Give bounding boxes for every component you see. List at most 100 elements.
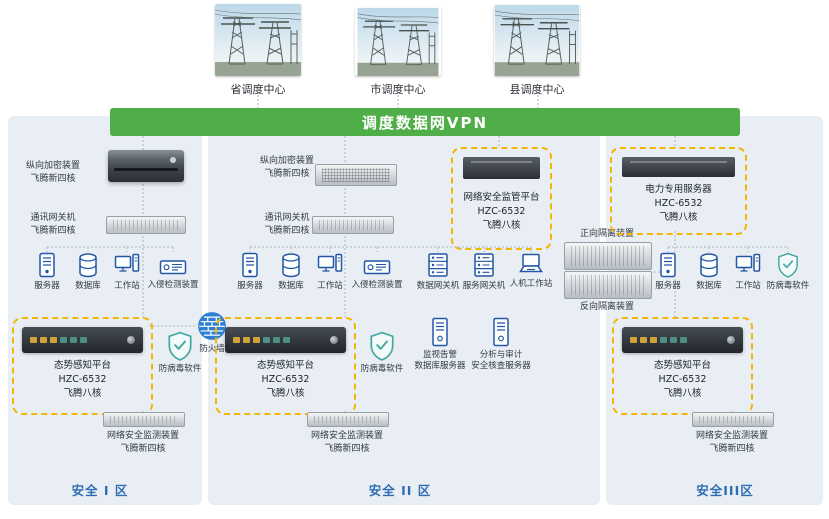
zone3-workstation: 工作站 <box>727 252 769 292</box>
zone2-supervision-line2: HZC-6532 <box>477 206 526 217</box>
antivirus-shield-icon <box>167 331 193 361</box>
zone2-panel <box>208 116 600 505</box>
antivirus-shield-icon <box>777 252 799 278</box>
intrusion-detection-icon <box>159 257 187 277</box>
server-icon <box>656 252 680 278</box>
zone2-monitor-label: 网络安全监测装置飞腾新四核 <box>310 431 383 455</box>
server-icon <box>238 252 262 278</box>
substation-image <box>355 8 441 76</box>
zone3-situational-line1: 态势感知平台 <box>653 360 711 371</box>
zone2-antivirus: 防病毒软件 <box>358 331 406 375</box>
zone2-monitor-device <box>307 412 389 427</box>
port <box>233 337 240 343</box>
zone1-situational-device <box>22 327 143 353</box>
port <box>680 337 687 343</box>
zone2-workstation: 工作站 <box>309 252 351 292</box>
zone1-antivirus: 防病毒软件 <box>156 331 204 375</box>
port <box>670 337 677 343</box>
zone2-intrusion-detection: 入侵检测装置 <box>346 252 408 291</box>
zone2-alarm-db-server: 监视告警数据库服务器 <box>411 317 469 373</box>
port <box>283 337 290 343</box>
port <box>263 337 270 343</box>
port <box>660 337 667 343</box>
zone2-audit-server: 分析与审计安全核查服务器 <box>468 317 534 373</box>
substation-image <box>494 5 580 76</box>
substation-image <box>215 4 301 76</box>
zone2-encryption-device <box>315 164 397 186</box>
zone2-encryption-label: 纵向加密装置飞腾新四核 <box>259 156 314 180</box>
workstation-icon <box>317 252 343 278</box>
zone1-gateway-device <box>106 216 186 234</box>
zone1-monitor-device <box>103 412 185 427</box>
zone2-supervision-device <box>463 157 540 179</box>
zone1-encryption-label: 纵向加密装置飞腾新四核 <box>25 161 80 185</box>
database-icon <box>697 252 721 278</box>
zone2-data-gateway: 数据网关机 <box>415 252 461 292</box>
city-center-label: 市调度中心 <box>370 83 426 96</box>
port <box>50 337 57 343</box>
laptop-icon <box>517 252 545 276</box>
provincial-center-photo <box>215 4 301 76</box>
zone2-gateway-device <box>312 216 394 234</box>
intrusion-detection-icon <box>363 257 391 277</box>
zone2-service-gateway: 服务网关机 <box>461 252 507 292</box>
zone2-situational-platform-box: 态势感知平台 HZC-6532 飞腾八核 <box>215 317 356 415</box>
workstation-icon <box>114 252 140 278</box>
server-icon <box>35 252 59 278</box>
port <box>80 337 87 343</box>
zone3-situational-line3: 飞腾八核 <box>663 388 702 399</box>
zone1-workstation: 工作站 <box>106 252 148 292</box>
forward-isolation-label: 正向隔离装置 <box>579 229 634 239</box>
firewall: 防火墙 <box>194 311 230 355</box>
zone3-power-server-line2: HZC-6532 <box>654 198 703 209</box>
port <box>273 337 280 343</box>
port <box>243 337 250 343</box>
zone3-antivirus: 防病毒软件 <box>764 252 812 292</box>
zone1-situational-line2: HZC-6532 <box>58 374 107 385</box>
zone2-supervision-line3: 飞腾八核 <box>482 220 521 231</box>
zone2-gateway-label: 通讯网关机飞腾新四核 <box>264 213 310 237</box>
zone3-power-server-box: 电力专用服务器 HZC-6532 飞腾八核 <box>610 147 747 235</box>
service-gateway-icon <box>472 252 496 278</box>
zone1-gateway-label: 通讯网关机飞腾新四核 <box>30 213 76 237</box>
antivirus-shield-icon <box>369 331 395 361</box>
zone3-power-server-line3: 飞腾八核 <box>659 212 698 223</box>
county-center-photo <box>494 5 580 76</box>
port <box>40 337 47 343</box>
database-icon <box>279 252 303 278</box>
zone3-name: 安全III区 <box>696 483 754 498</box>
zone3-panel <box>606 116 823 505</box>
port <box>30 337 37 343</box>
zone3-power-server-line1: 电力专用服务器 <box>645 184 712 195</box>
reverse-isolation-label: 反向隔离装置 <box>579 302 634 312</box>
port <box>253 337 260 343</box>
zone1-situational-line3: 飞腾八核 <box>63 388 102 399</box>
zone1-intrusion-detection: 入侵检测装置 <box>142 252 204 291</box>
zone3-power-server-device <box>622 157 735 177</box>
port <box>60 337 67 343</box>
zone1-encryption-device <box>108 150 184 182</box>
zone1-database: 数据库 <box>68 252 108 292</box>
zone3-server: 服务器 <box>648 252 688 292</box>
zone2-name: 安全 II 区 <box>368 483 432 498</box>
port <box>630 337 637 343</box>
zone1-situational-line1: 态势感知平台 <box>53 360 111 371</box>
city-center-photo <box>355 8 441 76</box>
port <box>650 337 657 343</box>
reverse-isolation-device <box>564 271 652 299</box>
zone1-server: 服务器 <box>27 252 67 292</box>
port <box>70 337 77 343</box>
zone3-situational-device <box>622 327 743 353</box>
zone2-hmi-workstation: 人机工作站 <box>507 252 555 290</box>
zone2-situational-line1: 态势感知平台 <box>256 360 314 371</box>
zone1-name: 安全 I 区 <box>71 483 129 498</box>
forward-isolation-device <box>564 242 652 270</box>
zone2-supervision-line1: 网络安全监管平台 <box>463 192 540 203</box>
zone3-monitor-device <box>692 412 774 427</box>
zone2-database: 数据库 <box>271 252 311 292</box>
zone1-monitor-label: 网络安全监测装置飞腾新四核 <box>106 431 179 455</box>
provincial-center-label: 省调度中心 <box>230 83 286 96</box>
zone2-situational-line2: HZC-6532 <box>261 374 310 385</box>
server-cabinet-icon <box>429 317 451 347</box>
